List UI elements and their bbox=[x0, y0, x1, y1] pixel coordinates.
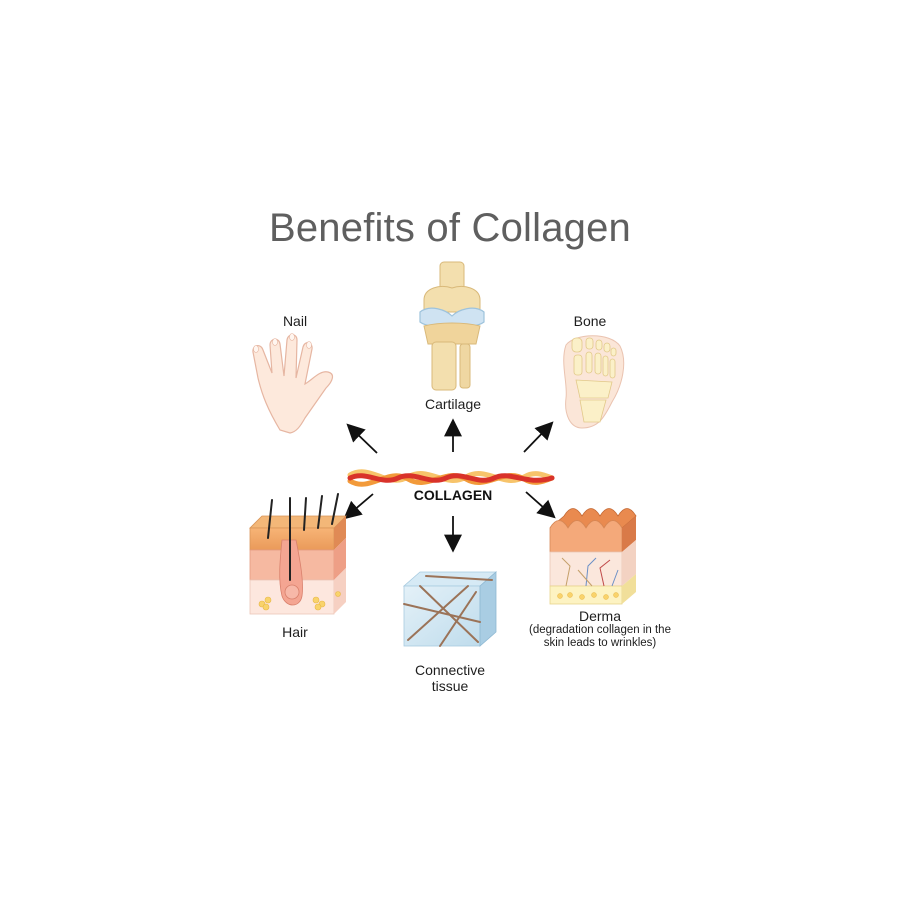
label-connective-line1: Connective bbox=[414, 662, 486, 678]
connective-tissue-cube-icon bbox=[402, 571, 498, 647]
arrows bbox=[343, 418, 556, 553]
label-derma: Derma (degradation collagen in the skin … bbox=[520, 608, 680, 650]
page-title: Benefits of Collagen bbox=[268, 206, 631, 250]
skin-layers-icon bbox=[549, 508, 637, 605]
knee-joint-icon bbox=[419, 261, 485, 391]
label-nail: Nail bbox=[282, 313, 308, 329]
label-connective-tissue: Connective tissue bbox=[390, 662, 510, 694]
arrow-to-derma bbox=[525, 491, 556, 519]
arrow-to-hair bbox=[343, 493, 374, 520]
foot-bones-icon bbox=[563, 335, 625, 429]
arrow-to-bone bbox=[523, 421, 554, 453]
collagen-helix-icon bbox=[347, 469, 555, 487]
label-bone: Bone bbox=[573, 313, 607, 329]
hand-icon bbox=[252, 333, 334, 434]
label-cartilage: Cartilage bbox=[424, 396, 482, 412]
label-hair: Hair bbox=[282, 624, 308, 640]
label-derma-note-line2: skin leads to wrinkles) bbox=[543, 637, 657, 649]
label-derma-note-line1: (degradation collagen in the bbox=[529, 624, 671, 636]
label-derma-title: Derma bbox=[578, 608, 621, 624]
label-connective-line2: tissue bbox=[431, 678, 469, 694]
arrow-to-nail bbox=[346, 423, 378, 454]
collagen-label: COLLAGEN bbox=[413, 487, 493, 503]
hair-follicle-icon bbox=[249, 493, 347, 615]
